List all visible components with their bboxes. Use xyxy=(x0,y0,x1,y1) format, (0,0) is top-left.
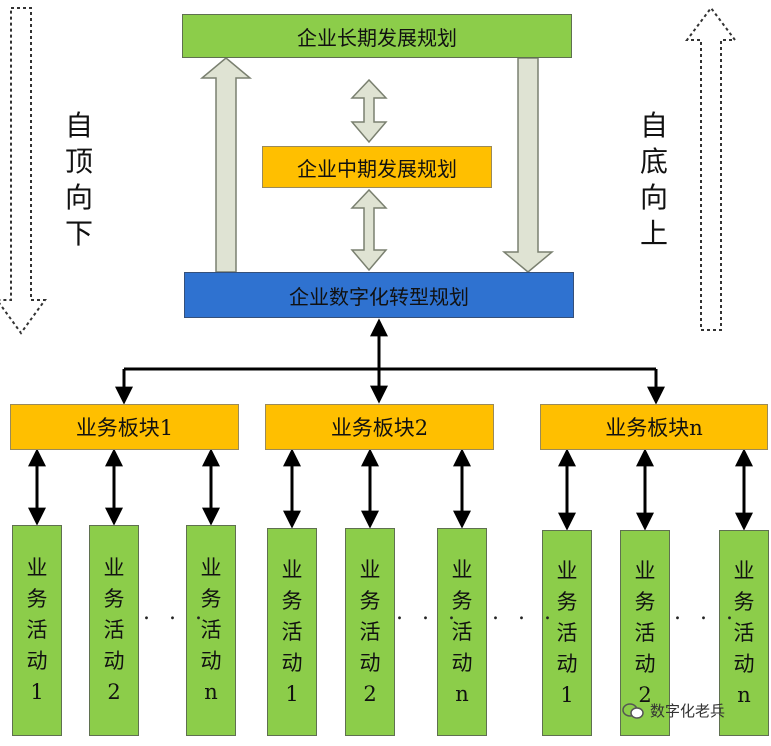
top-down-dashed-arrow xyxy=(0,7,47,335)
activity-label-char: 1 xyxy=(285,681,299,706)
activity-box: 业务活动 1 xyxy=(12,525,62,736)
activity-label-char: 业 xyxy=(733,558,755,583)
activity-label-char: 业 xyxy=(103,556,125,580)
mid-term-plan-label: 企业中期发展规划 xyxy=(297,156,457,181)
side-label-char: 向 xyxy=(639,181,668,214)
activity-label-char: 动 xyxy=(200,649,222,673)
activity-label-char: 活 xyxy=(200,618,222,642)
activity-label-char: 活 xyxy=(634,620,656,645)
wechat-icon xyxy=(622,702,644,719)
activity-label-char: 2 xyxy=(638,682,652,707)
digital-plan-label: 企业数字化转型规划 xyxy=(289,284,469,309)
activity-label-char: 务 xyxy=(281,588,303,613)
activity-label-char: 业 xyxy=(200,556,222,580)
watermark-text: 数字化老兵 xyxy=(650,702,726,720)
ellipsis-2: . . . xyxy=(396,600,461,625)
activity-label-char: 务 xyxy=(556,589,578,614)
activity-label-char: 务 xyxy=(451,588,473,613)
activity-label-char: 业 xyxy=(634,558,656,583)
side-label-char: 底 xyxy=(639,145,668,178)
ellipsis-1: . . . xyxy=(143,600,208,625)
activity-label-char: 务 xyxy=(26,587,48,611)
activity-box: 业务活动 1 xyxy=(542,530,592,736)
bottom-up-label: 自 底 向 上 xyxy=(637,108,671,252)
mid-digital-double-arrow xyxy=(350,188,388,272)
ellipsis-3: . . . xyxy=(492,600,557,625)
activity-label-char: n xyxy=(204,680,218,704)
activity-label-char: 活 xyxy=(451,619,473,644)
bottom-up-dashed-arrow xyxy=(685,6,737,331)
activity-label-char: 动 xyxy=(733,651,755,676)
activity-label-char: 活 xyxy=(733,620,755,645)
side-label-char: 向 xyxy=(64,181,93,214)
business-unit-label: 业务板块n xyxy=(605,416,703,440)
activity-label-char: 务 xyxy=(359,588,381,613)
top-down-label: 自 顶 向 下 xyxy=(62,108,96,252)
up-hollow-arrow xyxy=(199,57,253,273)
business-unit-1: 业务板块1 xyxy=(10,404,239,450)
activity-label-char: 活 xyxy=(359,619,381,644)
activity-label-char: 务 xyxy=(733,589,755,614)
business-unit-label: 业务板块2 xyxy=(330,416,429,440)
activity-arrows xyxy=(28,448,753,531)
activity-label-char: 动 xyxy=(26,649,48,673)
activity-label-char: 2 xyxy=(107,680,121,704)
long-mid-double-arrow xyxy=(350,78,388,144)
activity-label-char: 务 xyxy=(103,587,125,611)
activity-label-char: 业 xyxy=(281,557,303,582)
activity-box: 业务活动 2 xyxy=(89,525,139,736)
activity-label-char: 活 xyxy=(103,618,125,642)
activity-label-char: 动 xyxy=(103,649,125,673)
side-label-char: 上 xyxy=(639,217,668,250)
activity-box: 业务活动 1 xyxy=(267,528,317,736)
activity-label-char: 活 xyxy=(26,618,48,642)
activity-label-char: 业 xyxy=(451,557,473,582)
activity-label-char: 动 xyxy=(281,650,303,675)
activity-label-char: 2 xyxy=(363,681,377,706)
activity-label-char: n xyxy=(455,681,469,706)
side-label-char: 下 xyxy=(64,217,93,250)
activity-label-char: 活 xyxy=(281,619,303,644)
activity-label-char: 务 xyxy=(200,587,222,611)
business-unit-label: 业务板块1 xyxy=(75,416,174,440)
activity-label-char: 务 xyxy=(634,589,656,614)
activity-label-char: 动 xyxy=(634,651,656,676)
activity-label-char: 业 xyxy=(556,558,578,583)
activity-label-char: n xyxy=(737,682,751,707)
business-unit-n: 业务板块n xyxy=(540,404,768,450)
activity-label-char: 业 xyxy=(26,556,48,580)
side-label-char: 自 xyxy=(639,109,668,142)
mid-term-plan-box: 企业中期发展规划 xyxy=(262,146,492,188)
activity-label-char: 活 xyxy=(556,620,578,645)
watermark: 数字化老兵 xyxy=(622,700,725,721)
activity-label-char: 业 xyxy=(359,557,381,582)
long-term-plan-box: 企业长期发展规划 xyxy=(182,14,572,58)
business-unit-2: 业务板块2 xyxy=(265,404,494,450)
activity-label-char: 动 xyxy=(359,650,381,675)
side-label-char: 顶 xyxy=(64,145,93,178)
ellipsis-4: . . . xyxy=(674,600,739,625)
long-term-plan-label: 企业长期发展规划 xyxy=(297,25,457,50)
activity-box: 业务活动 2 xyxy=(620,530,670,736)
digital-plan-box: 企业数字化转型规划 xyxy=(184,272,574,318)
activity-label-char: 1 xyxy=(560,682,574,707)
activity-box: 业务活动 2 xyxy=(345,528,395,736)
side-label-char: 自 xyxy=(64,109,93,142)
activity-label-char: 1 xyxy=(30,680,44,704)
down-hollow-arrow xyxy=(501,57,555,273)
activity-label-char: 动 xyxy=(556,651,578,676)
activity-label-char: 动 xyxy=(451,650,473,675)
